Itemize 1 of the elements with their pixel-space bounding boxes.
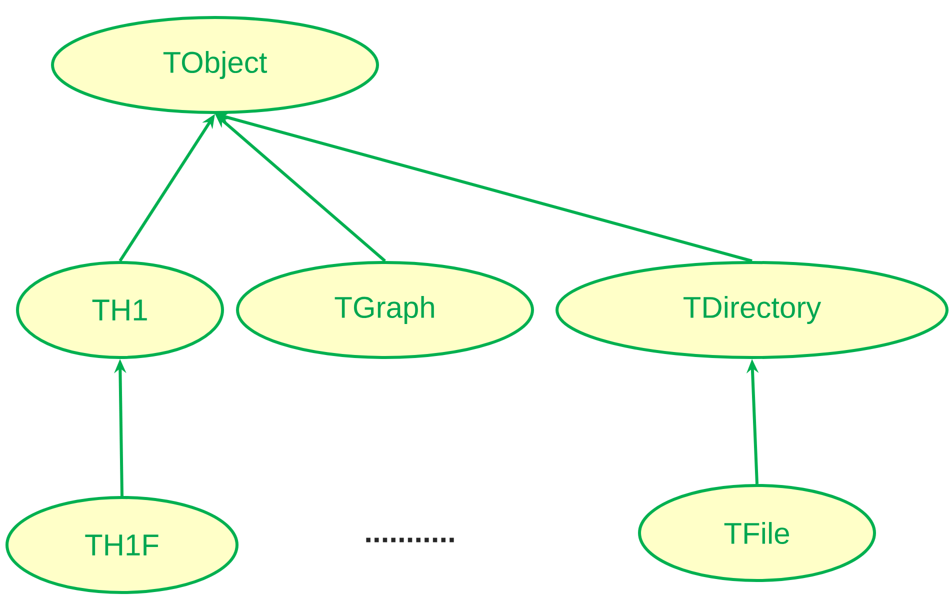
ellipsis-dots: ........... (366, 538, 454, 542)
